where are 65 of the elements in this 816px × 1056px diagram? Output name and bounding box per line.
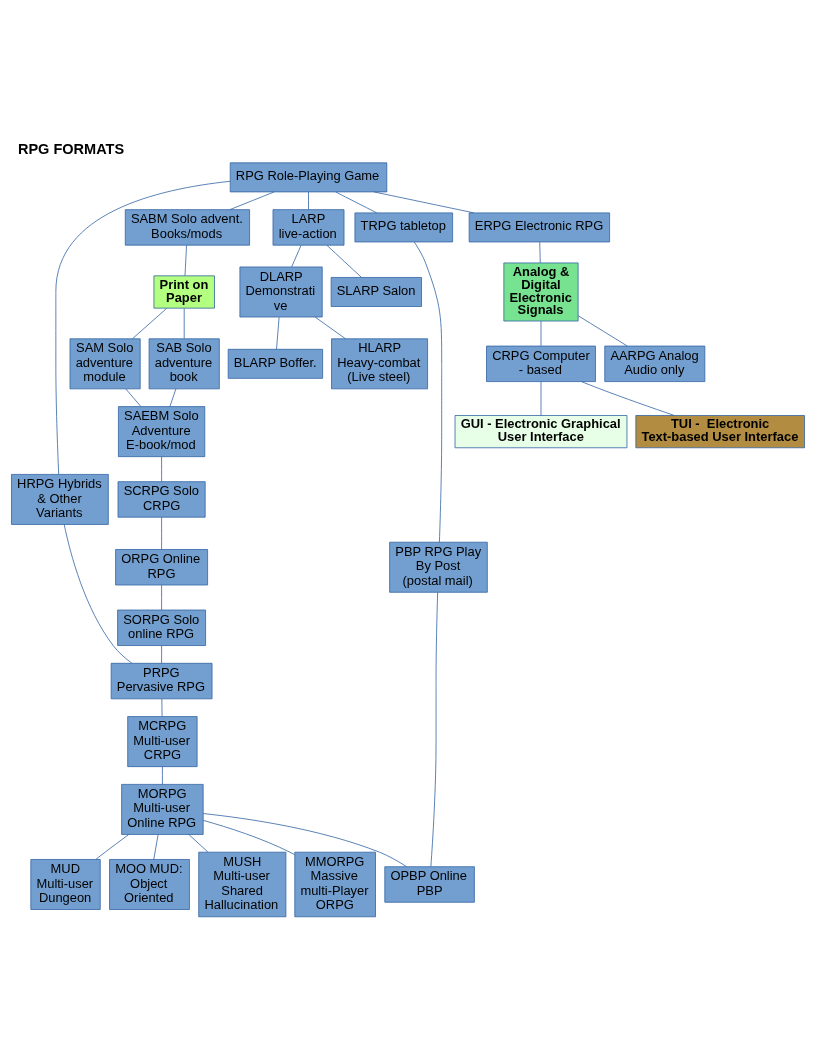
connector bbox=[540, 380, 542, 416]
connector bbox=[162, 765, 163, 785]
node-box: Print on Paper bbox=[153, 274, 215, 309]
connector bbox=[430, 591, 439, 867]
node-box: MMORPG Massive multi-Player ORPG bbox=[294, 851, 376, 917]
node-box: MUD Multi-user Dungeon bbox=[30, 858, 101, 910]
connector bbox=[202, 819, 295, 855]
node-box: SAB Solo adventure book bbox=[148, 337, 220, 389]
node-box: PRPG Pervasive RPG bbox=[110, 662, 213, 699]
node-box: ERPG Electronic RPG bbox=[468, 211, 610, 242]
node-box: SABM Solo advent. Books/mods bbox=[124, 208, 250, 246]
connector bbox=[373, 191, 475, 213]
connector bbox=[291, 244, 302, 267]
connector bbox=[188, 833, 209, 852]
connector bbox=[161, 698, 163, 717]
connector bbox=[132, 307, 168, 339]
node-box: CRPG Computer - based bbox=[486, 345, 596, 382]
node-box: MCRPG Multi-user CRPG bbox=[127, 715, 198, 767]
connector bbox=[276, 316, 280, 350]
node-box: SLARP Salon bbox=[330, 276, 422, 307]
node-box: SORPG Solo online RPG bbox=[117, 609, 206, 646]
connector bbox=[184, 244, 187, 276]
node-box: MOO MUD: Object Oriented bbox=[109, 858, 190, 910]
connector bbox=[540, 320, 542, 346]
connector bbox=[539, 241, 541, 263]
node-box: BLARP Boffer. bbox=[227, 348, 324, 379]
connector bbox=[55, 180, 231, 475]
connector bbox=[169, 388, 177, 407]
node-box: HLARP Heavy-combat (Live steel) bbox=[331, 337, 428, 389]
node-box: DLARP Demonstrati ve bbox=[239, 266, 323, 317]
connector bbox=[125, 388, 142, 407]
connector bbox=[577, 314, 628, 346]
node-box: MUSH Multi-user Shared Hallucination bbox=[198, 851, 287, 917]
connector bbox=[202, 812, 407, 867]
node-box: TUI - Electronic Text-based User Interface bbox=[635, 414, 805, 448]
connector bbox=[229, 191, 275, 210]
node-box: PBP RPG Play By Post (postal mail) bbox=[389, 541, 488, 593]
connector bbox=[183, 307, 185, 339]
node-box: TRPG tabletop bbox=[354, 211, 453, 242]
connector bbox=[161, 584, 162, 610]
node-box: Analog & Digital Electronic Signals bbox=[503, 262, 579, 321]
node-box: GUI - Electronic Graphical User Interface bbox=[454, 414, 628, 448]
node-box: HRPG Hybrids & Other Variants bbox=[11, 473, 109, 525]
node-box: RPG Role-Playing Game bbox=[229, 161, 388, 192]
connector bbox=[153, 833, 159, 860]
connector bbox=[314, 316, 346, 339]
node-box: MORPG Multi-user Online RPG bbox=[121, 783, 204, 835]
connector bbox=[161, 644, 162, 664]
connector bbox=[161, 455, 162, 482]
connector bbox=[308, 191, 309, 210]
node-box: ORPG Online RPG bbox=[115, 548, 208, 585]
connector bbox=[326, 244, 362, 278]
node-box: SAM Solo adventure module bbox=[69, 337, 141, 389]
node-box: LARP live-action bbox=[272, 208, 345, 246]
connector bbox=[95, 833, 129, 860]
connector bbox=[413, 241, 443, 542]
diagram-title: RPG FORMATS bbox=[17, 140, 125, 157]
node-box: SCRPG Solo CRPG bbox=[117, 480, 206, 518]
node-box: AARPG Analog Audio only bbox=[604, 345, 706, 382]
connector bbox=[335, 191, 378, 213]
node-box: SAEBM Solo Adventure E-book/mod bbox=[118, 405, 206, 457]
connector bbox=[581, 380, 675, 416]
node-box: OPBP Online PBP bbox=[384, 865, 475, 903]
connector bbox=[63, 523, 133, 664]
connector bbox=[161, 516, 162, 550]
